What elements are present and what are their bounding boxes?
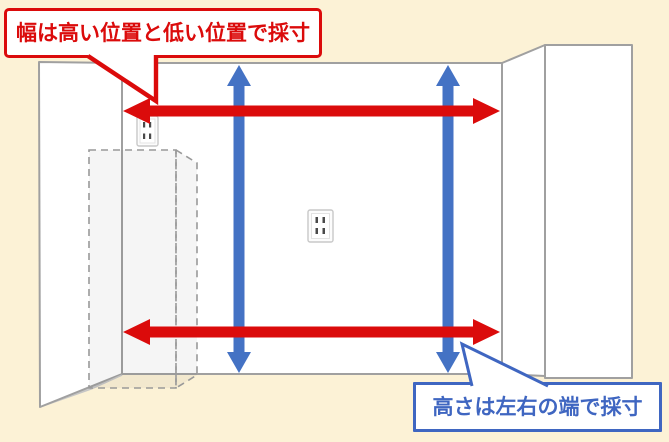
width-arrow-bottom: [123, 319, 500, 345]
height-callout: 高さは左右の端で採寸: [413, 382, 662, 432]
power-outlet-icon: [307, 209, 334, 243]
right-side-wall: [544, 44, 633, 379]
height-callout-text: 高さは左右の端で採寸: [432, 395, 643, 419]
floor-corner-line: [90, 374, 123, 390]
outlet-inner-plate: [311, 213, 330, 239]
dashed-furniture-outline-front: [88, 149, 177, 389]
right-return-wall: [501, 44, 546, 377]
width-arrow-top: [123, 98, 500, 124]
width-callout: 幅は高い位置と低い位置で採寸: [4, 8, 322, 58]
height-arrow-right: [436, 65, 460, 373]
height-arrow-left: [227, 65, 251, 373]
dashed-furniture-outline-side: [175, 148, 198, 390]
width-callout-text: 幅は高い位置と低い位置で採寸: [16, 21, 310, 45]
